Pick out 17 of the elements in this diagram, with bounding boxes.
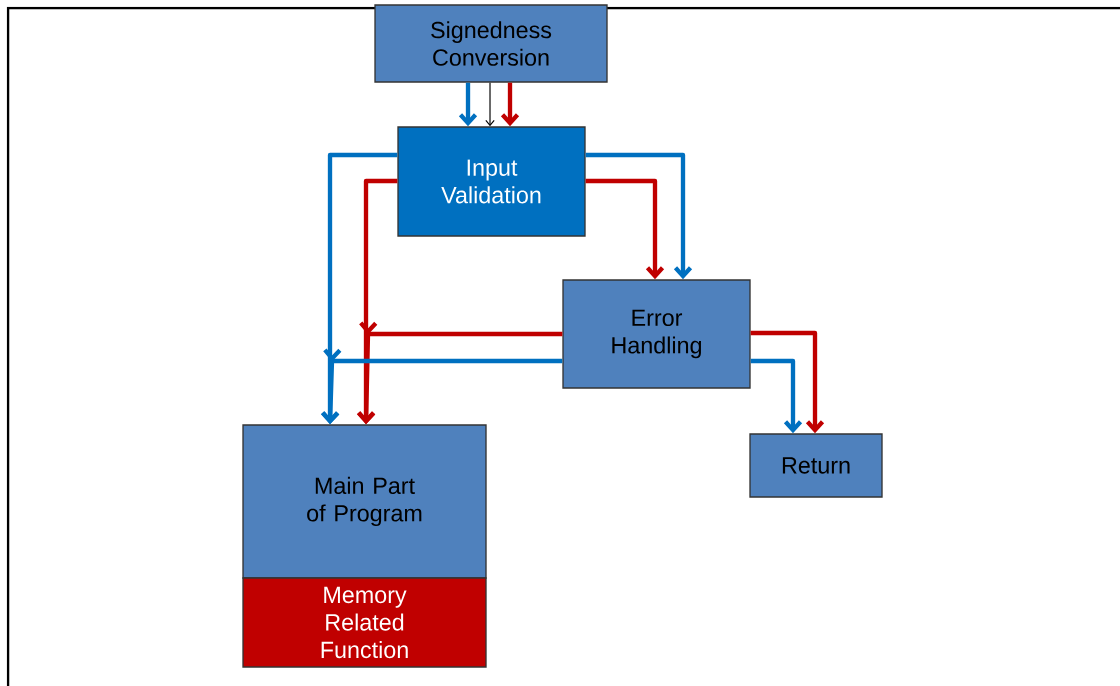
arrow xyxy=(357,321,563,425)
arrow xyxy=(321,348,563,425)
arrow xyxy=(500,82,520,127)
arrow xyxy=(320,152,398,425)
arrow xyxy=(750,358,803,434)
process-box: Return xyxy=(749,433,883,498)
arrow xyxy=(458,82,478,127)
process-box: Main Part of Program xyxy=(242,424,487,579)
process-box: Memory Related Function xyxy=(242,577,487,668)
process-box: Signedness Conversion xyxy=(374,4,608,83)
process-box: Error Handling xyxy=(562,279,751,389)
arrow xyxy=(356,178,398,425)
arrow xyxy=(585,178,665,280)
arrow xyxy=(485,82,495,127)
process-box: Input Validation xyxy=(397,126,586,237)
arrow xyxy=(750,330,825,434)
arrow xyxy=(585,152,693,280)
